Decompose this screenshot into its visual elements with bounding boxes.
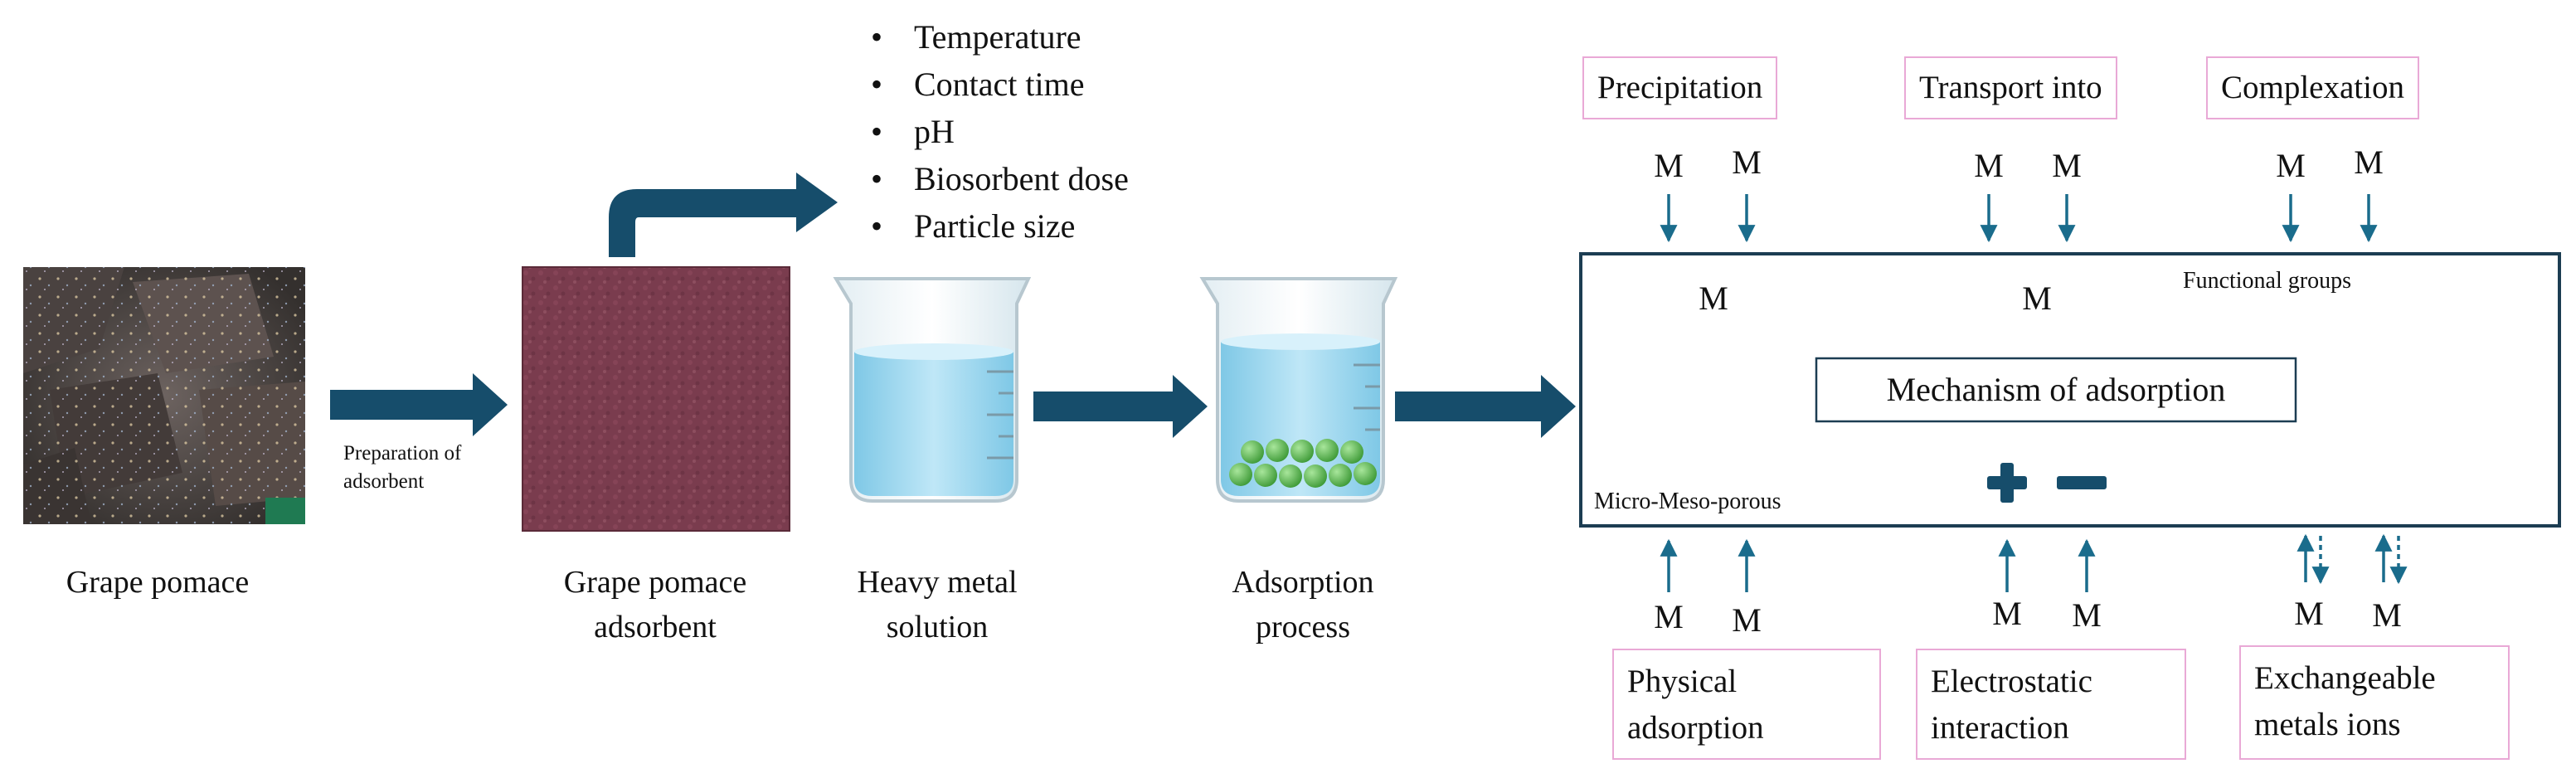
- functional-groups-label: Functional groups: [2183, 268, 2351, 294]
- precipitation-box: Precipitation: [1582, 56, 1778, 119]
- grape-pomace-label: Grape pomace: [66, 565, 250, 600]
- process-label-line1: Adsorption: [1232, 565, 1374, 600]
- metal-symbol: M: [2276, 147, 2306, 184]
- parameter-item: pH: [854, 108, 1129, 155]
- transport-into-box: Transport into: [1904, 56, 2117, 119]
- metal-symbol: M: [1992, 595, 2022, 632]
- metal-symbol: M: [1654, 147, 1684, 184]
- minus-icon: [2057, 476, 2107, 489]
- adsorption-beaker-icon: [1199, 277, 1398, 503]
- metal-symbol: M: [2372, 596, 2402, 634]
- process-label-line2: process: [1256, 610, 1350, 644]
- metal-symbol: M: [2072, 596, 2102, 634]
- adsorbent-label-line1: Grape pomace: [563, 565, 747, 600]
- metal-symbol: M: [2294, 595, 2324, 632]
- heavy-metal-beaker-icon: [833, 277, 1032, 503]
- parameter-item: Biosorbent dose: [854, 155, 1129, 202]
- physical-adsorption-box: Physical adsorption: [1612, 649, 1881, 760]
- adsorbent-label-line2: adsorbent: [594, 610, 717, 644]
- parameter-item: Particle size: [854, 202, 1129, 250]
- micro-meso-porous-label: Micro-Meso-porous: [1594, 489, 1781, 514]
- electrostatic-interaction-box: Electrostatic interaction: [1916, 649, 2186, 760]
- metal-symbol: M: [1974, 147, 2004, 184]
- electrostatic-line2: interaction: [1931, 710, 2069, 746]
- solution-label-line1: Heavy metal: [857, 565, 1018, 600]
- grape-pomace-image: [23, 267, 305, 524]
- exchangeable-line2: metals ions: [2254, 707, 2401, 742]
- process-arrow-3: [1395, 375, 1576, 438]
- mechanism-panel: [1579, 252, 2561, 528]
- metal-symbol: M: [2022, 280, 2052, 317]
- grape-pomace-adsorbent-image: [522, 266, 790, 532]
- physical-line2: adsorption: [1627, 710, 1764, 746]
- solution-label-line2: solution: [886, 610, 989, 644]
- adsorbent-beads: [1229, 439, 1377, 488]
- exchangeable-metals-box: Exchangeable metals ions: [2239, 645, 2510, 760]
- metal-symbol: M: [1732, 143, 1762, 181]
- preparation-label-line2: adsorbent: [343, 470, 425, 493]
- metal-symbol: M: [2354, 143, 2384, 181]
- mechanism-title-box: [1815, 357, 2297, 423]
- parameters-arrow: [609, 173, 838, 257]
- process-arrow-2: [1033, 375, 1208, 438]
- parameter-list: Temperature Contact time pH Biosorbent d…: [854, 13, 1129, 250]
- metal-symbol: M: [2052, 147, 2082, 184]
- plus-icon: [1987, 463, 2027, 503]
- preparation-label-line1: Preparation of: [343, 442, 462, 464]
- complexation-box: Complexation: [2206, 56, 2419, 119]
- electrostatic-line1: Electrostatic: [1931, 664, 2092, 699]
- metal-symbol: M: [1732, 601, 1762, 639]
- metal-symbol: M: [1699, 280, 1728, 317]
- exchangeable-line1: Exchangeable: [2254, 660, 2436, 696]
- metal-symbol: M: [1654, 598, 1684, 635]
- parameter-item: Temperature: [854, 13, 1129, 61]
- parameter-item: Contact time: [854, 61, 1129, 108]
- process-arrow-1: [330, 373, 508, 436]
- physical-line1: Physical: [1627, 664, 1738, 699]
- mechanism-title: Mechanism of adsorption: [1886, 371, 2226, 408]
